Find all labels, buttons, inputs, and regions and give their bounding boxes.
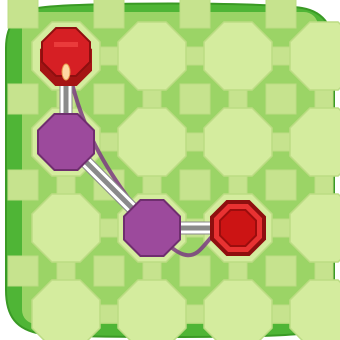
junction-tile (8, 170, 38, 200)
edge-tile (57, 262, 75, 280)
octagon-cell[interactable] (118, 108, 186, 176)
edge-tile (315, 262, 333, 280)
junction-tile (94, 84, 124, 114)
edge-tile (315, 176, 333, 194)
edge-tile (229, 262, 247, 280)
junction-tile (180, 0, 210, 28)
edge-tile (315, 90, 333, 108)
edge-tile (272, 133, 290, 151)
junction-tile (266, 0, 296, 28)
edge-tile (143, 262, 161, 280)
octagon-cell[interactable] (204, 22, 272, 90)
start-block[interactable] (40, 28, 92, 86)
edge-tile (272, 47, 290, 65)
edge-tile (57, 176, 75, 194)
edge-tile (186, 305, 204, 323)
junction-tile (94, 256, 124, 286)
junction-tile (8, 84, 38, 114)
edge-tile (272, 305, 290, 323)
edge-tile (100, 305, 118, 323)
octagon-cell[interactable] (118, 22, 186, 90)
junction-tile (266, 170, 296, 200)
edge-tile (272, 219, 290, 237)
start-block-highlight (54, 42, 78, 47)
flame-icon (62, 64, 70, 80)
edge-tile (186, 133, 204, 151)
octagon-cell[interactable] (204, 280, 272, 340)
junction-tile (266, 256, 296, 286)
junction-tile (94, 0, 124, 28)
goal-block[interactable] (210, 200, 266, 256)
purple-path-node-icon[interactable] (124, 200, 180, 256)
octagon-cell[interactable] (32, 194, 100, 262)
purple-path-node-icon[interactable] (38, 114, 94, 170)
edge-tile (143, 90, 161, 108)
edge-tile (229, 90, 247, 108)
edge-tile (100, 133, 118, 151)
goal-block-center (220, 210, 256, 246)
edge-tile (186, 47, 204, 65)
junction-tile (180, 170, 210, 200)
octagon-cell[interactable] (204, 108, 272, 176)
junction-tile (8, 0, 38, 28)
edge-tile (143, 176, 161, 194)
octagon-cell[interactable] (118, 280, 186, 340)
edge-tile (229, 176, 247, 194)
junction-tile (180, 84, 210, 114)
junction-tile (8, 256, 38, 286)
edge-tile (100, 47, 118, 65)
octagon-cell[interactable] (32, 280, 100, 340)
edge-tile (100, 219, 118, 237)
junction-tile (266, 84, 296, 114)
junction-tile (180, 256, 210, 286)
